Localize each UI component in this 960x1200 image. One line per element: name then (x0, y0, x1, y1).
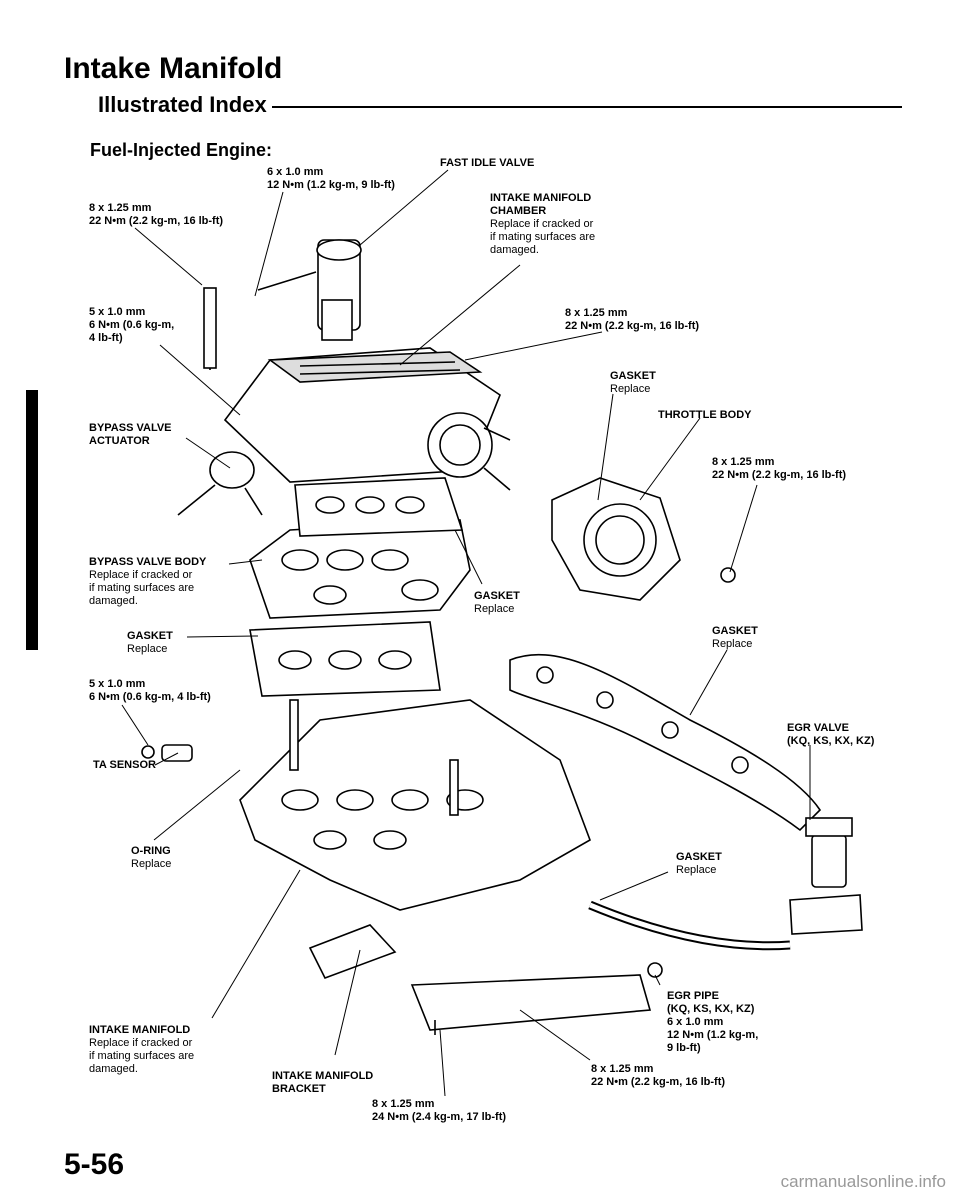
lower-gasket-drawing (249, 621, 441, 697)
fast-idle-valve-drawing (257, 239, 362, 341)
label-fast-idle-valve: FAST IDLE VALVE (440, 157, 535, 169)
label-egr-pipe: EGR PIPE (KQ, KS, KX, KZ)6 x 1.0 mm 12 N… (667, 990, 759, 1054)
section-heading: Fuel-Injected Engine: (90, 140, 273, 160)
page-title: Intake Manifold (64, 52, 283, 85)
label-throttle-body: THROTTLE BODY (658, 409, 752, 421)
egr-valve-drawing (789, 817, 863, 935)
page-number: 5-56 (64, 1148, 125, 1181)
throttle-body-drawing (551, 477, 736, 601)
plenum-gasket-drawing (294, 477, 464, 537)
header-rule (272, 106, 902, 108)
page-subtitle: Illustrated Index (98, 92, 267, 117)
bypass-valve-body-drawing (249, 519, 471, 619)
label-bypass-valve-actuator: BYPASS VALVE ACTUATOR (89, 422, 172, 447)
intake-manifold-drawing (239, 699, 591, 911)
label-intake-manifold-bracket: INTAKE MANIFOLD BRACKET (272, 1070, 374, 1095)
bypass-valve-actuator-drawing (177, 451, 263, 516)
label-ta-sensor: TA SENSOR (93, 759, 156, 771)
intake-manifold-chamber-drawing (203, 287, 511, 491)
label-egr-valve: EGR VALVE (KQ, KS, KX, KZ) (787, 722, 875, 747)
egr-pipe-drawing (588, 900, 791, 978)
watermark: carmanualsonline.info (780, 1172, 946, 1191)
section-tab-marker (26, 390, 38, 650)
exhaust-side-gasket-drawing (509, 653, 822, 832)
intake-manifold-bracket-drawing (308, 924, 652, 1035)
